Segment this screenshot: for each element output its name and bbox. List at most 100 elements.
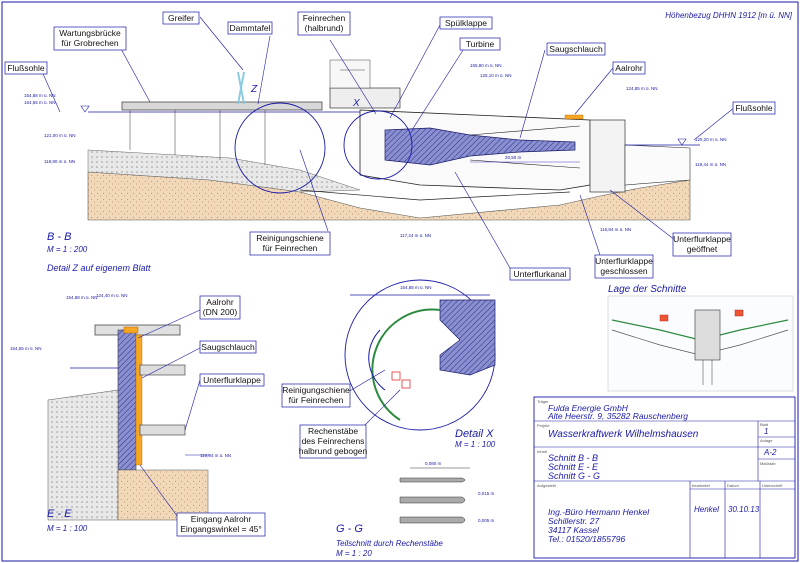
bb-elev-3: 155,80 m ü. NN bbox=[470, 63, 502, 68]
callout-spuelklappe: Spülklappe bbox=[445, 18, 487, 28]
callout-feinrechen-2: (halbrund) bbox=[305, 23, 344, 33]
bb-detail-z-circle bbox=[234, 102, 326, 194]
ee-title: E - E bbox=[47, 508, 72, 520]
detx-callout-stab-1: Rechenstäbe bbox=[308, 426, 358, 436]
bb-water-symbol-right bbox=[677, 138, 687, 146]
tb-label-unterschrift: Unterschrift bbox=[762, 483, 783, 488]
callout-wartung-2: für Grobrechen bbox=[61, 38, 118, 48]
ee-callout-eingang-2: Eingangswinkel = 45° bbox=[180, 524, 262, 534]
section-location-plan: Lage der Schnitte bbox=[607, 284, 794, 392]
ee-callout-eingang-1: Eingang Aalrohr bbox=[191, 514, 252, 524]
bb-walkway bbox=[121, 101, 323, 111]
bb-dim-length: 20,50 m bbox=[505, 155, 522, 160]
tb-author-city: 34117 Kassel bbox=[548, 525, 600, 535]
bb-elev-6: 118,90 m ü. NN bbox=[44, 159, 75, 164]
callout-wartung-1: Wartungsbrücke bbox=[59, 28, 121, 38]
detx-callout-reinigung-2: für Feinrechen bbox=[289, 395, 344, 405]
tb-sheet-no: 1 bbox=[764, 427, 768, 436]
mark-z: Z bbox=[250, 84, 258, 95]
detx-turbine bbox=[439, 299, 496, 376]
ee-eel-pipe bbox=[135, 334, 143, 466]
ee-elev-3: 124,40 m ü. NN bbox=[96, 293, 128, 298]
tb-annex: A-2 bbox=[763, 448, 777, 457]
bb-riverbed-upstream bbox=[87, 149, 361, 193]
detx-callout-stab-3: halbrund gebogen bbox=[299, 446, 368, 456]
bb-title: B - B bbox=[47, 231, 71, 243]
section-ee: 154,88 m ü. NN 154,55 m ü. NN 124,40 m ü… bbox=[10, 293, 266, 537]
callout-reinigung-2: für Feinrechen bbox=[263, 243, 318, 253]
bb-turbine bbox=[384, 127, 576, 166]
detx-elev: 154,88 m ü. NN bbox=[400, 285, 432, 290]
ee-scale: M = 1 : 100 bbox=[47, 524, 88, 533]
callout-unterflurkanal: Unterflurkanal bbox=[514, 269, 567, 279]
tb-label-blatt: Blatt bbox=[760, 422, 769, 427]
detx-callout-reinigung-1: Reinigungschiene bbox=[282, 385, 350, 395]
tb-label-datum: Datum bbox=[727, 483, 739, 488]
callout-uk-geoeffnet-1: Unterflurklappe bbox=[673, 234, 731, 244]
gg-dim-2: 0,015 m bbox=[478, 491, 495, 496]
datum-label: Höhenbezug DHHN 1912 [m ü. NN] bbox=[665, 11, 793, 20]
tb-label-projekt: Projekt bbox=[537, 423, 550, 428]
tb-project: Wasserkraftwerk Wilhelmshausen bbox=[548, 429, 699, 440]
gg-subtitle: Teilschnitt durch Rechenstäbe bbox=[336, 539, 443, 548]
detail-z-note: Detail Z auf eigenem Blatt bbox=[47, 263, 151, 273]
tb-label-massstab: Maßstab bbox=[760, 461, 776, 466]
bb-greifer bbox=[237, 71, 245, 105]
detx-title: Detail X bbox=[455, 428, 494, 440]
callout-uk-geschlossen-2: geschlossen bbox=[600, 266, 648, 276]
bb-elev-9: 118,44 m ü. NN bbox=[695, 162, 726, 167]
ee-eel-pipe-top bbox=[123, 326, 139, 334]
ee-elev-2: 154,55 m ü. NN bbox=[10, 346, 42, 351]
tb-author-tel: Tel.: 01520/1855796 bbox=[548, 534, 625, 544]
detail-x: 154,88 m ü. NN Reinigungschiene für Fein… bbox=[281, 279, 496, 459]
title-block: Träger Fulda Energie GmbH Alte Heerstr. … bbox=[533, 396, 796, 559]
tb-label-traeger: Träger bbox=[537, 399, 549, 404]
tb-editor: Henkel bbox=[694, 505, 719, 514]
gg-title: G - G bbox=[336, 523, 363, 535]
bb-elev-7: 124,85 m ü. NN bbox=[626, 86, 658, 91]
ee-wall bbox=[117, 329, 137, 471]
tb-content-2: Schnitt E - E bbox=[548, 462, 599, 472]
gg-scale: M = 1 : 20 bbox=[336, 549, 372, 558]
tb-content-1: Schnitt B - B bbox=[548, 453, 598, 463]
callout-uk-geschlossen-1: Unterflurklappe bbox=[595, 256, 653, 266]
tb-owner-address: Alte Heerstr. 9, 35282 Rauschenberg bbox=[547, 411, 688, 421]
bb-detail-x-circle bbox=[343, 110, 413, 180]
callout-aalrohr: Aalrohr bbox=[615, 63, 643, 73]
callout-flusssohle-right: Flußsohle bbox=[735, 103, 773, 113]
detx-callout-stab-2: des Feinrechens bbox=[302, 436, 365, 446]
callout-greifer: Greifer bbox=[168, 13, 194, 23]
tb-label-aufgestellt: Aufgestellt bbox=[537, 483, 557, 488]
tb-date: 30.10.13 bbox=[728, 505, 760, 514]
bb-crane bbox=[329, 59, 371, 89]
mark-x: X bbox=[352, 98, 360, 109]
callout-reinigung-1: Reinigungschiene bbox=[256, 233, 324, 243]
bb-superstructure bbox=[329, 87, 401, 109]
bb-tailrace-wall bbox=[589, 119, 626, 193]
bb-underfloor-channel bbox=[299, 189, 571, 201]
bb-elev-8: 125,20 m ü. NN bbox=[695, 137, 727, 142]
tb-label-anlage: Anlage bbox=[760, 438, 773, 443]
ee-callout-aalrohr-2: (DN 200) bbox=[203, 307, 238, 317]
ee-soil bbox=[117, 469, 209, 521]
bb-elev-4: 125,10 m ü. NN bbox=[480, 73, 512, 78]
tb-content-3: Schnitt G - G bbox=[548, 471, 600, 481]
bb-elev-5: 121,00 m ü. NN bbox=[44, 133, 76, 138]
section-bb: 20,50 m Z X 154,88 m ü. NN 154,55 m ü. N… bbox=[4, 11, 776, 281]
detx-scale: M = 1 : 100 bbox=[455, 440, 496, 449]
bb-scale: M = 1 : 200 bbox=[47, 245, 88, 254]
tb-author: Ing.-Büro Hermann Henkel bbox=[548, 507, 650, 517]
detx-screen-arc bbox=[371, 308, 441, 421]
tb-label-inhalt: Inhalt bbox=[537, 449, 548, 454]
ee-callout-unterflurklappe: Unterflurklappe bbox=[203, 375, 261, 385]
tb-author-street: Schillerstr. 27 bbox=[548, 516, 599, 526]
bb-elev-2: 154,55 m ü. NN bbox=[24, 100, 56, 105]
callout-saugschlauch: Saugschlauch bbox=[549, 44, 603, 54]
bb-elev-10: 116,84 m ü. NN bbox=[600, 227, 631, 232]
ee-elev-1: 154,88 m ü. NN bbox=[66, 295, 98, 300]
callout-feinrechen-1: Feinrechen bbox=[303, 13, 346, 23]
section-gg: 0,080 m 0,015 m 0,005 m G - G Teilschnit… bbox=[336, 461, 495, 558]
